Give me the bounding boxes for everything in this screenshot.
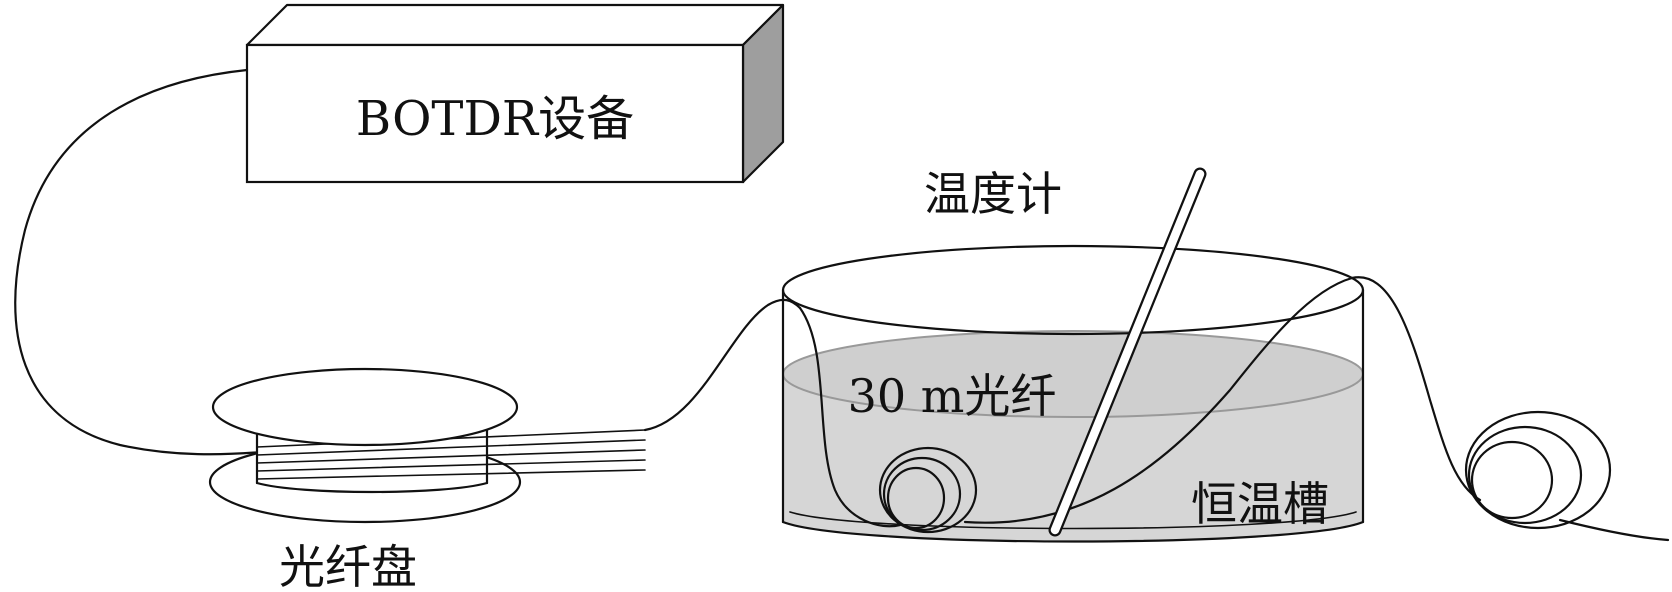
bath-label: 恒温槽 <box>1191 477 1329 531</box>
thermometer: 温度计 <box>924 167 1207 537</box>
fiber-loose-coil <box>1464 410 1612 530</box>
thermometer-label: 温度计 <box>924 167 1062 221</box>
botdr-device: BOTDR设备 <box>245 3 785 184</box>
fiber-spool: 光纤盘 <box>208 367 646 592</box>
spool-label: 光纤盘 <box>279 540 417 592</box>
device-front-face <box>245 43 745 184</box>
fiber-in-bath <box>798 306 902 528</box>
spool-drum-bottom <box>255 481 489 494</box>
fiber-coil-in-bath <box>878 446 978 534</box>
bath-to-coil-fiber <box>1350 276 1482 502</box>
device-top-face <box>245 3 785 47</box>
bath-bottom-inner <box>789 511 1357 530</box>
fiber-30m-label: 30 m光纤 <box>848 369 1057 423</box>
bath-rim <box>781 244 1365 336</box>
thermometer-body-fill <box>1050 169 1205 535</box>
coil-tail-fiber <box>1558 518 1670 542</box>
device-label: BOTDR设备 <box>356 91 634 147</box>
bath-water <box>783 374 1363 542</box>
spool-to-bath-fiber <box>643 298 802 432</box>
device-to-spool-cable <box>14 68 264 456</box>
fiber-in-bath-rising <box>963 276 1354 524</box>
spool-top-flange <box>211 367 519 447</box>
bath-bottom <box>781 520 1365 543</box>
constant-temperature-bath: 30 m光纤 恒温槽 <box>781 244 1365 543</box>
